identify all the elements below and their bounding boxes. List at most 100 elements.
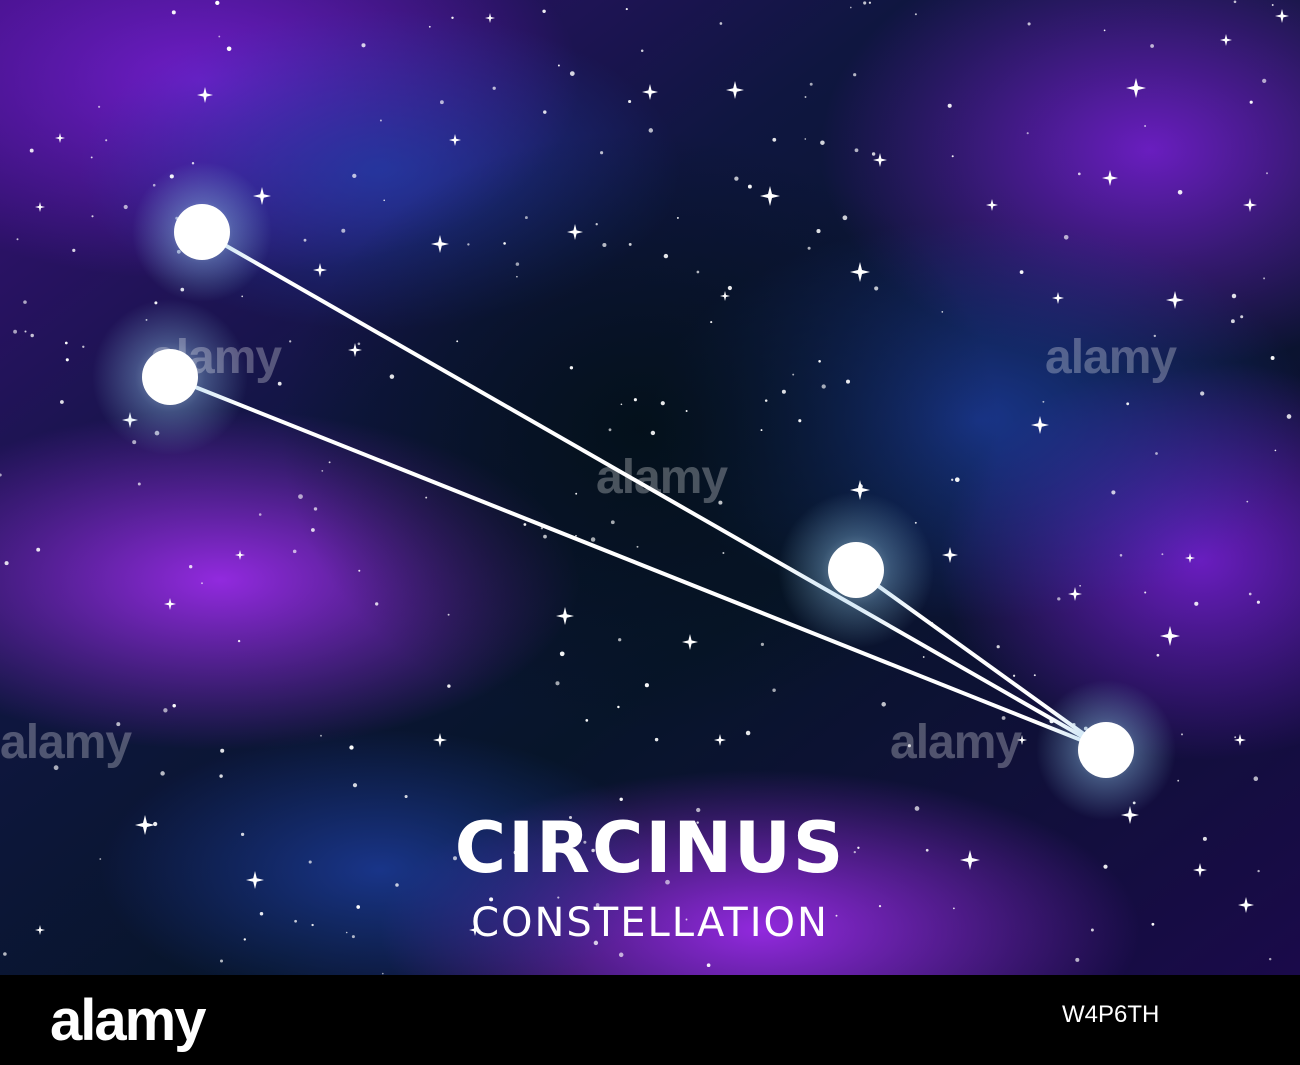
star-icon <box>219 774 223 778</box>
star-icon <box>361 43 366 48</box>
star-icon <box>308 860 312 864</box>
star-icon <box>425 496 428 499</box>
star-icon <box>90 156 93 159</box>
star-icon <box>951 155 954 158</box>
star-icon <box>618 952 624 958</box>
watermark: alamy <box>1045 331 1177 384</box>
star-icon <box>16 238 19 241</box>
star-icon <box>259 911 264 916</box>
star-icon <box>745 730 751 736</box>
star-icon <box>654 737 659 742</box>
star-icon <box>241 295 244 298</box>
star-icon <box>618 638 622 642</box>
star-icon <box>1156 653 1160 657</box>
constellation-name: CIRCINUS <box>454 807 846 889</box>
star-icon <box>1160 626 1180 646</box>
star-icon <box>816 229 821 234</box>
star-icon <box>348 343 362 357</box>
star-icon <box>595 903 600 907</box>
star-icon <box>685 918 688 921</box>
star-icon <box>313 507 318 511</box>
star-icon <box>853 73 857 77</box>
star-icon <box>772 688 776 693</box>
star-icon <box>1270 356 1275 360</box>
star-icon <box>696 821 699 824</box>
star-icon <box>1057 597 1061 601</box>
star-icon <box>135 815 155 835</box>
star-icon <box>951 478 954 481</box>
star-icon <box>874 286 879 291</box>
star-icon <box>1019 270 1024 274</box>
star-icon <box>1231 293 1237 299</box>
star-icon <box>447 684 451 688</box>
star-icon <box>456 340 459 343</box>
star-icon <box>710 321 713 324</box>
star-icon <box>64 341 68 345</box>
star-icon <box>602 242 607 248</box>
star-icon <box>246 871 264 889</box>
star-icon <box>404 794 408 799</box>
star-icon <box>543 534 547 539</box>
star-icon <box>881 702 886 707</box>
star-icon <box>593 940 599 946</box>
star-icon <box>449 134 461 146</box>
star-icon <box>523 523 527 526</box>
star-icon <box>628 242 632 246</box>
star-icon <box>1248 592 1252 596</box>
star-icon <box>842 215 848 221</box>
star-icon <box>1126 402 1130 406</box>
star-icon <box>871 152 876 156</box>
star-icon <box>960 850 980 870</box>
star-icon <box>543 110 547 114</box>
star-icon <box>1234 736 1237 739</box>
star-icon <box>164 598 176 610</box>
star-icon <box>189 565 193 569</box>
star-icon <box>1155 452 1158 455</box>
star-icon <box>219 959 224 963</box>
star-icon <box>1079 584 1081 587</box>
star-icon <box>289 340 292 343</box>
star-icon <box>590 537 596 542</box>
circinus-constellation <box>92 162 1176 820</box>
star-icon <box>1238 897 1254 913</box>
constellation-star-icon <box>1078 722 1134 778</box>
star-icon <box>163 708 168 713</box>
star-icon <box>383 199 386 202</box>
star-icon <box>433 733 447 747</box>
star-icon <box>559 651 565 657</box>
star-icon <box>1144 591 1147 594</box>
star-icon <box>696 270 700 274</box>
star-icon <box>1246 500 1249 503</box>
star-icon <box>1271 4 1274 6</box>
star-icon <box>0 473 2 477</box>
star-icon <box>389 374 395 379</box>
star-icon <box>489 897 494 902</box>
star-icon <box>72 248 76 252</box>
star-icon <box>583 840 587 844</box>
star-icon <box>171 10 176 15</box>
star-icon <box>516 275 518 278</box>
star-icon <box>235 550 245 560</box>
star-icon <box>804 138 807 140</box>
star-icon <box>568 815 573 820</box>
star-icon <box>764 399 768 402</box>
star-icon <box>1200 391 1205 396</box>
star-icon <box>513 850 518 855</box>
star-icon <box>160 771 165 776</box>
star-icon <box>575 492 578 495</box>
star-icon <box>1266 172 1268 175</box>
star-icon <box>617 705 620 709</box>
star-icon <box>1263 277 1266 280</box>
star-icon <box>633 398 637 402</box>
constellation-line <box>169 375 1107 752</box>
star-icon <box>591 848 595 853</box>
star-icon <box>1233 0 1237 4</box>
star-icon <box>1111 490 1116 495</box>
star-icon <box>352 783 358 788</box>
star-icon <box>585 719 589 722</box>
star-icon <box>240 832 245 837</box>
star-icon <box>1249 100 1253 104</box>
night-sky-background <box>0 0 1300 975</box>
alamy-logo: alamy <box>50 988 206 1053</box>
star-icon <box>469 924 481 936</box>
